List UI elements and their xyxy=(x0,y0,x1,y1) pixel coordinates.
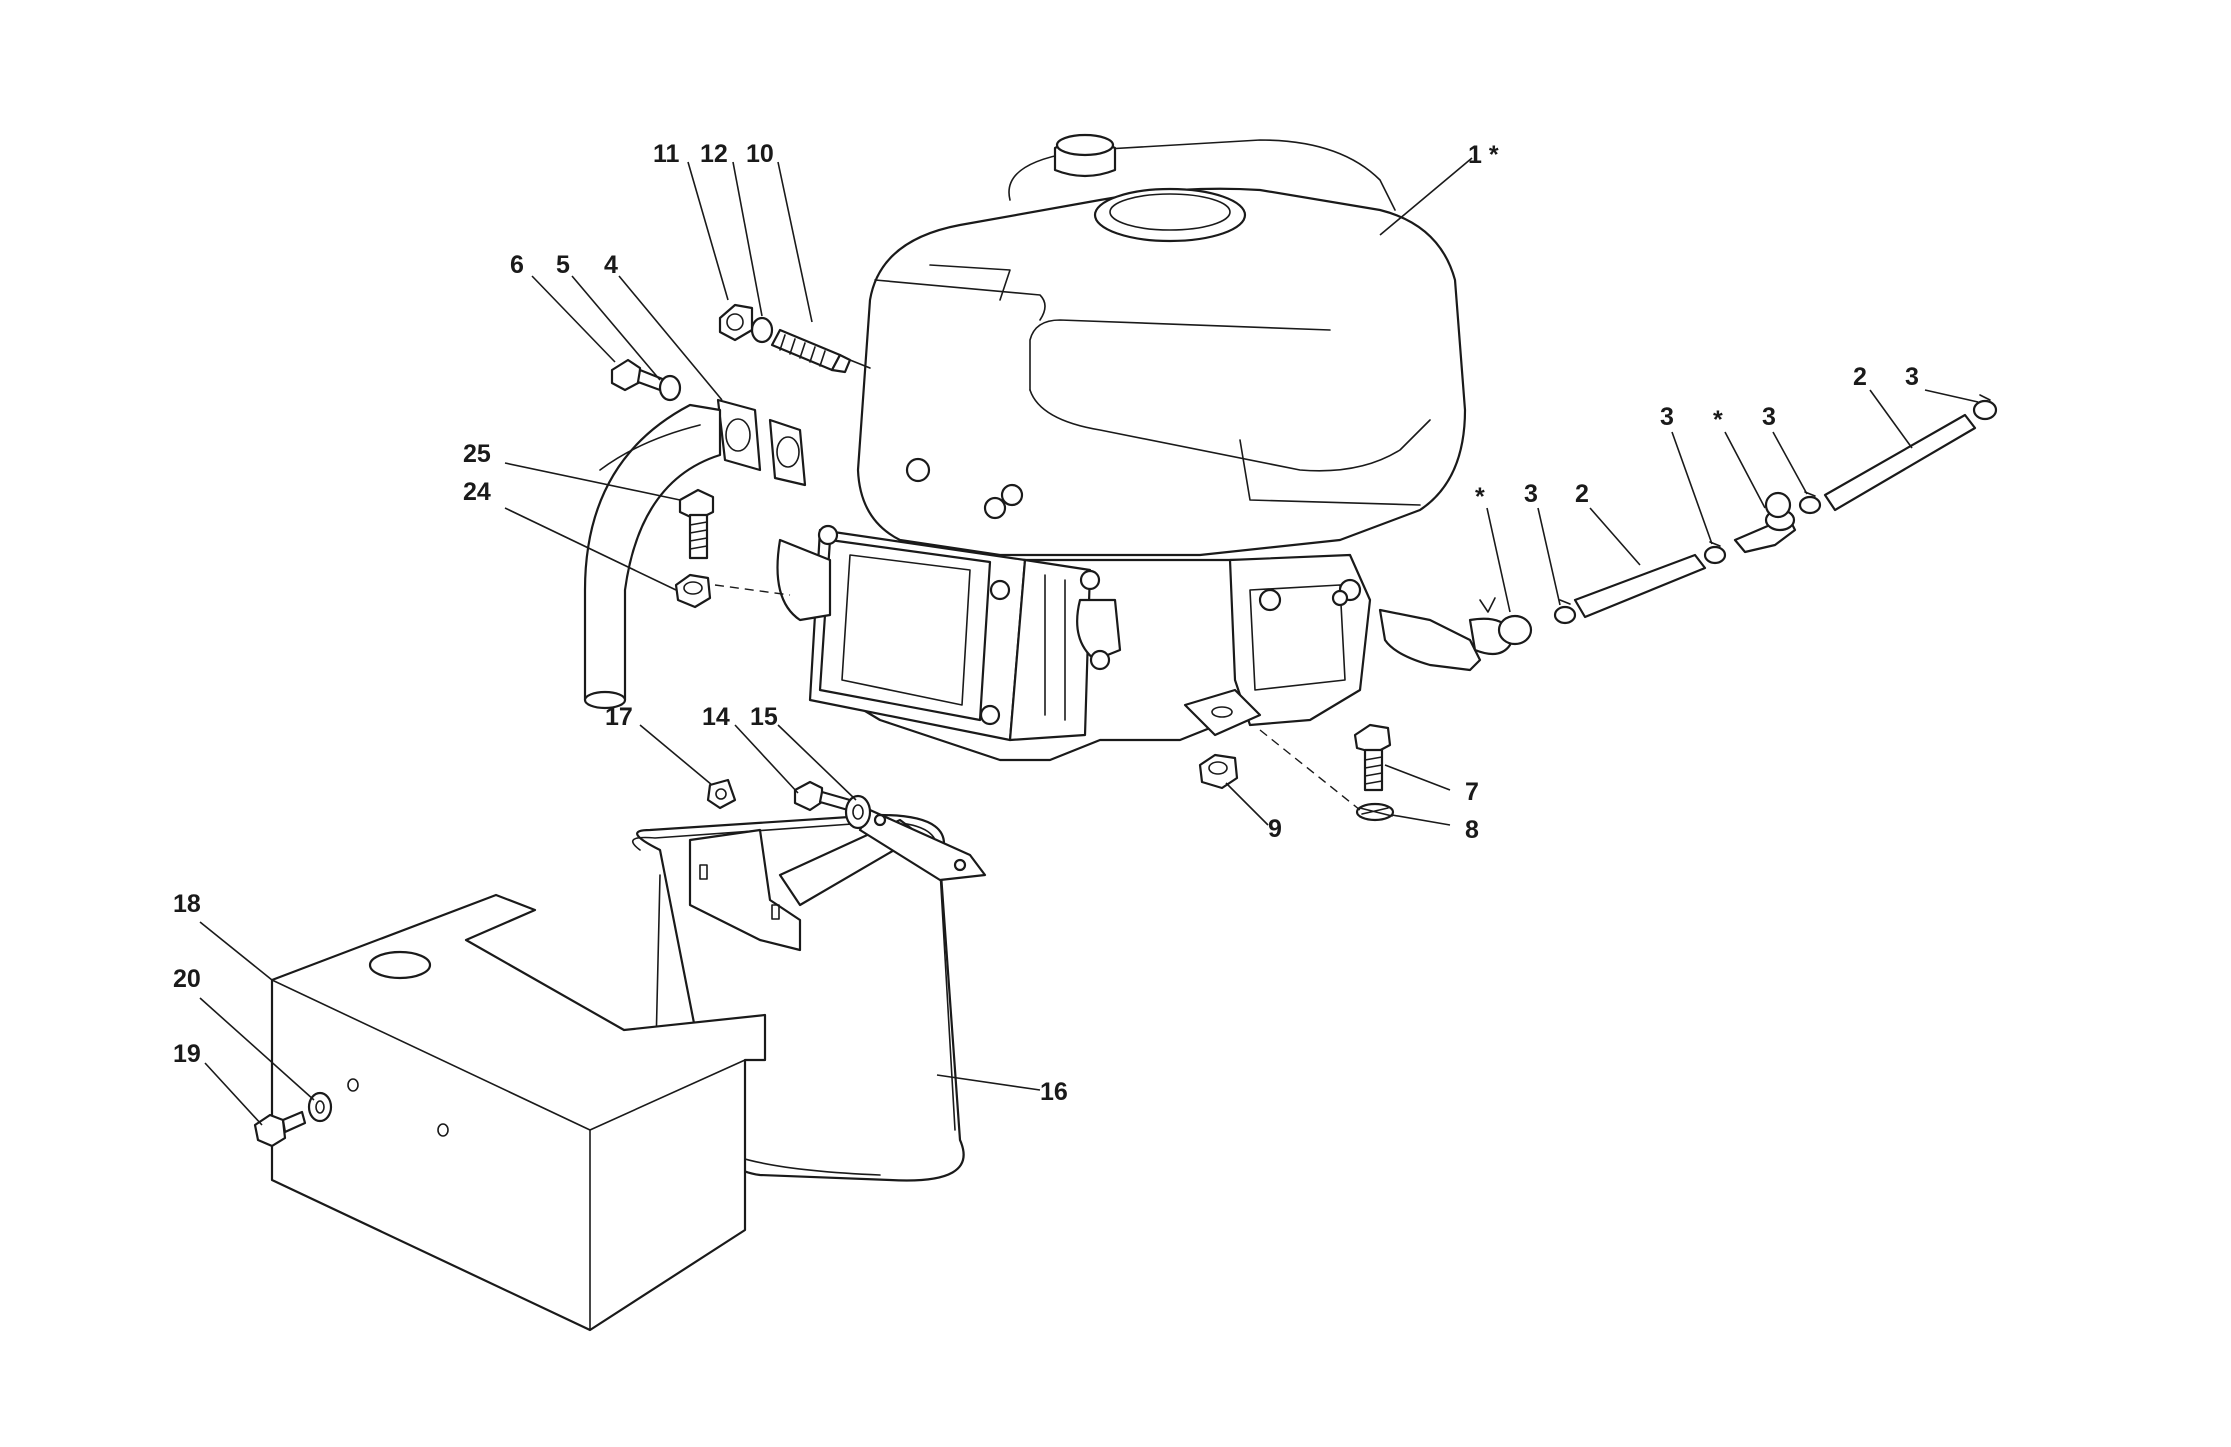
callout-24: 24 xyxy=(463,478,491,506)
callouts: 1 * 11 12 10 6 5 4 25 24 17 14 15 18 20 … xyxy=(173,140,1919,1106)
callout-7: 7 xyxy=(1465,778,1479,806)
callout-9: 9 xyxy=(1268,815,1282,843)
callout-16: 16 xyxy=(1040,1078,1068,1106)
callout-15: 15 xyxy=(750,703,778,731)
fuel-hose xyxy=(1573,553,1707,619)
cover xyxy=(270,893,767,1332)
gasket xyxy=(716,398,762,472)
hose-clip xyxy=(1798,495,1822,515)
gasket xyxy=(768,418,807,487)
callout-4: 4 xyxy=(604,251,618,279)
exhaust-pipe xyxy=(583,403,722,702)
nut xyxy=(674,573,712,609)
callout-11: 11 xyxy=(653,140,680,168)
nut xyxy=(1198,753,1239,790)
callout-3a: 3 xyxy=(1524,480,1538,508)
cover-hole xyxy=(368,950,432,980)
hose-clip xyxy=(1703,545,1727,565)
protection-cover xyxy=(253,893,767,1332)
callout-17: 17 xyxy=(605,703,633,731)
callout-3b: 3 xyxy=(1660,403,1674,431)
fuel-line-assembly xyxy=(1468,394,1998,656)
callout-12: 12 xyxy=(700,140,728,168)
screw xyxy=(793,780,824,812)
leader-lines xyxy=(199,157,1979,1126)
bolt xyxy=(610,358,642,392)
hose-clip xyxy=(1553,605,1577,625)
callout-8: 8 xyxy=(1465,816,1479,844)
hose-clip xyxy=(1972,399,1998,421)
callout-6: 6 xyxy=(510,251,524,279)
callout-3d: 3 xyxy=(1905,363,1919,391)
callout-10: 10 xyxy=(746,140,774,168)
callout-20: 20 xyxy=(173,965,201,993)
callout-19: 19 xyxy=(173,1040,201,1068)
deflector-assembly xyxy=(631,778,987,1182)
engine xyxy=(776,133,1482,762)
nut xyxy=(718,303,754,342)
screw xyxy=(253,1113,287,1148)
stud xyxy=(770,328,842,372)
bracket xyxy=(688,828,802,952)
callout-14: 14 xyxy=(702,703,730,731)
washer xyxy=(750,316,774,344)
engine-mount-fasteners xyxy=(1198,723,1395,822)
bolt xyxy=(1353,723,1392,755)
callout-18: 18 xyxy=(173,890,201,918)
callout-star-b: * xyxy=(1713,406,1723,434)
callout-3c: 3 xyxy=(1762,403,1776,431)
bolt xyxy=(678,488,715,522)
washer xyxy=(307,1091,333,1123)
fuel-hose xyxy=(1823,413,1977,512)
callout-star-a: * xyxy=(1475,483,1485,511)
washer xyxy=(658,374,682,402)
callout-25: 25 xyxy=(463,440,491,468)
callout-1: 1 * xyxy=(1468,141,1499,169)
clip-nut xyxy=(706,778,737,810)
serrated-washer xyxy=(844,794,872,830)
callout-5: 5 xyxy=(556,251,570,279)
callout-2a: 2 xyxy=(1575,480,1589,508)
exhaust-pipe-assembly xyxy=(583,303,871,710)
callout-2b: 2 xyxy=(1853,363,1867,391)
